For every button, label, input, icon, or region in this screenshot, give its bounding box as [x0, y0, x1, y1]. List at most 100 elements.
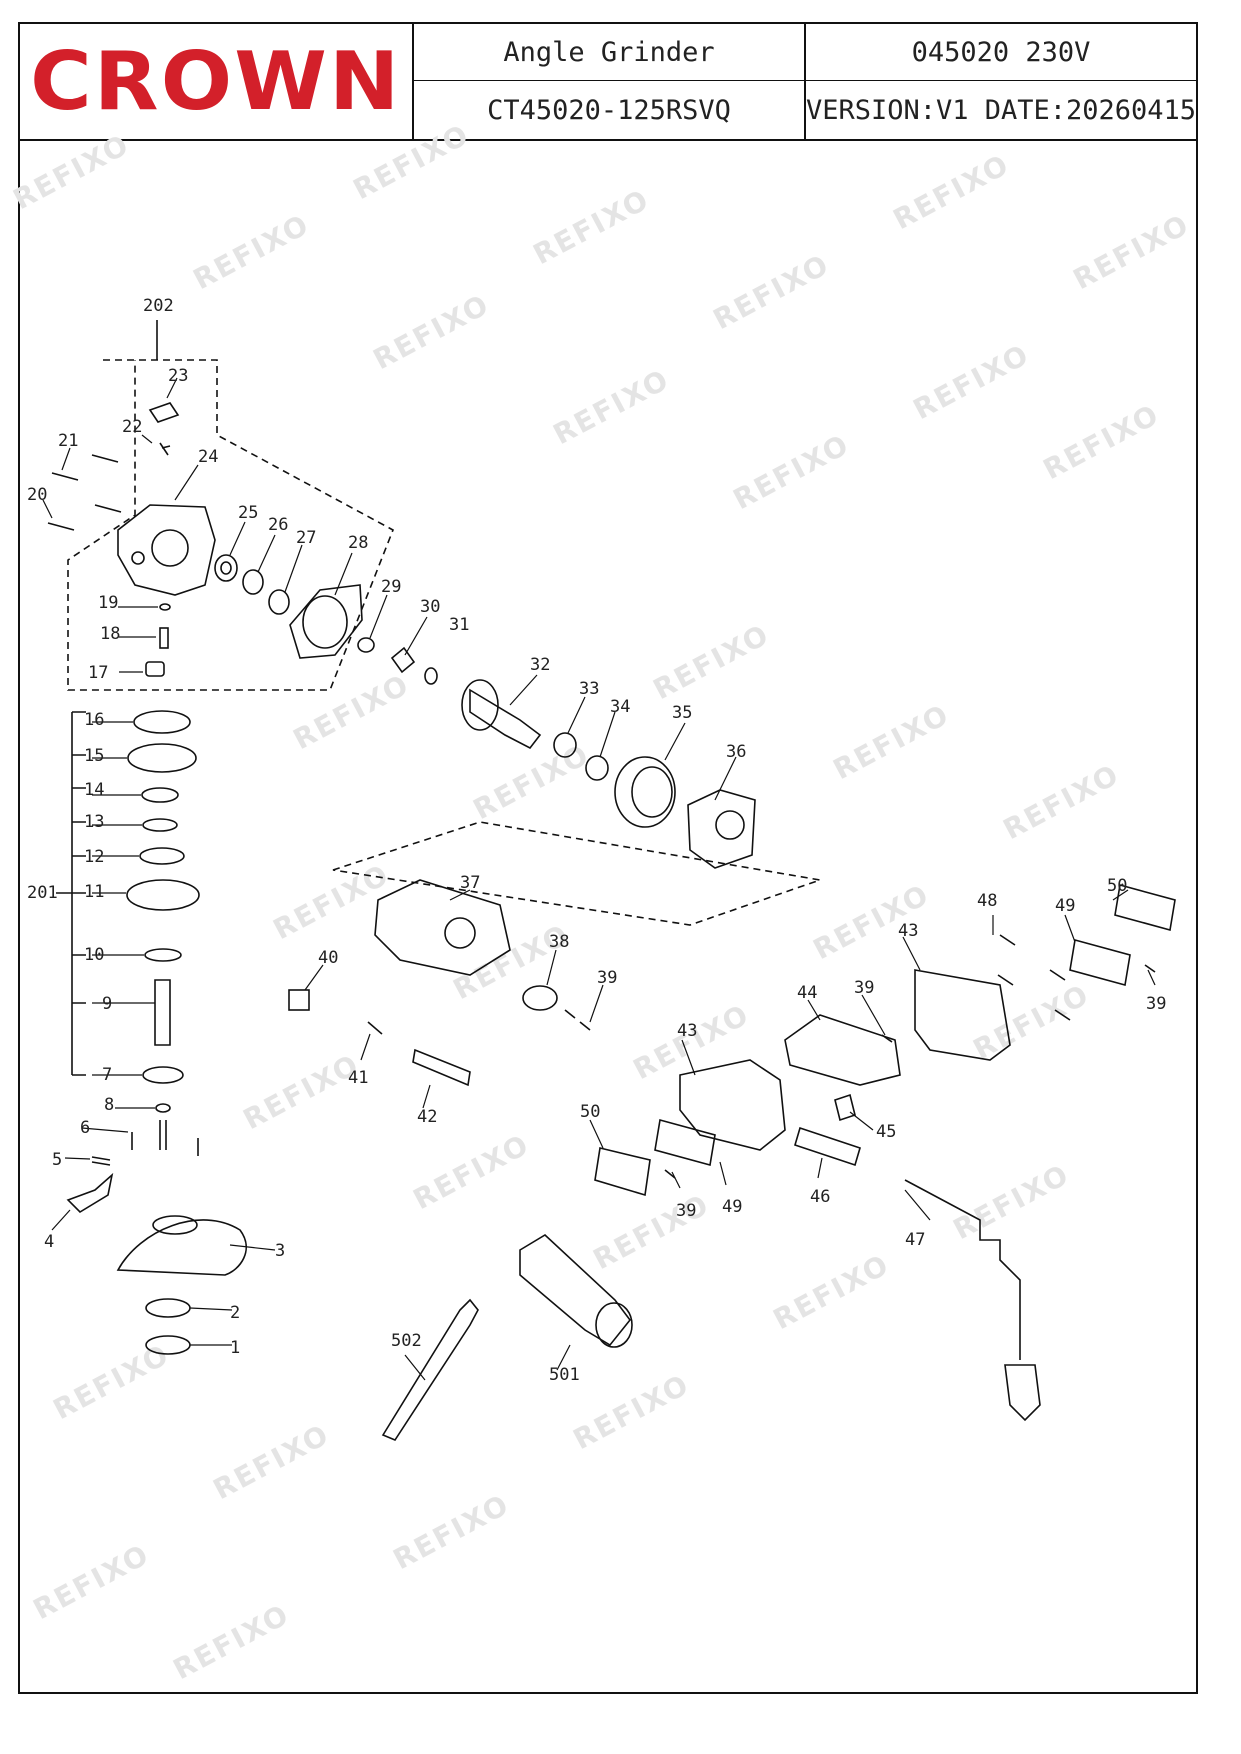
rear-cover-43a [914, 969, 1011, 1061]
bearing-cover-11 [126, 879, 200, 911]
part-label-p26: 26 [268, 515, 288, 535]
washer-19 [159, 603, 171, 611]
part-label-p10: 10 [84, 945, 104, 965]
spindle-9 [154, 979, 171, 1046]
part-label-p11: 11 [84, 882, 104, 902]
part-label-p3: 3 [275, 1241, 285, 1261]
part-label-p41: 41 [348, 1068, 368, 1088]
lever-42 [412, 1048, 471, 1087]
stator-36 [687, 789, 756, 869]
washer-13 [142, 818, 178, 832]
screw-39d [664, 1169, 676, 1179]
washer-31 [424, 667, 438, 685]
watermark-text: REFIXO [268, 858, 395, 947]
spindle-lock-23 [148, 402, 180, 423]
part-label-p2: 2 [230, 1303, 240, 1323]
armature-fan [461, 679, 499, 731]
screw-21a [51, 454, 122, 513]
part-label-p28: 28 [348, 533, 368, 553]
watermark-text: REFIXO [208, 1418, 335, 1507]
bearing-34 [585, 755, 609, 781]
watermark-text: REFIXO [8, 128, 135, 217]
brand-logo: CROWN [30, 35, 402, 128]
screw-20 [47, 522, 75, 531]
baffle-35-inner [631, 766, 673, 818]
watermark-text: REFIXO [548, 363, 675, 452]
group-201-bracket [56, 711, 86, 1076]
part-label-p45: 45 [876, 1122, 896, 1142]
flange-15 [127, 743, 197, 773]
watermark-text: REFIXO [648, 618, 775, 707]
part-label-p14: 14 [84, 780, 104, 800]
part-label-p13: 13 [84, 812, 104, 832]
part-label-p27: 27 [296, 528, 316, 548]
gear-housing-hole-small [131, 551, 145, 565]
part-label-p15: 15 [84, 746, 104, 766]
screw-39c [1144, 964, 1156, 973]
part-label-p39d: 39 [676, 1201, 696, 1221]
watermark-text: REFIXO [238, 1048, 365, 1137]
armature-32 [469, 688, 542, 750]
part-label-p501: 501 [549, 1365, 580, 1385]
vent-50b [594, 1147, 651, 1197]
part-label-p16: 16 [84, 710, 104, 730]
part-label-p40: 40 [318, 948, 338, 968]
leader-lines [42, 377, 1156, 1381]
watermark-text: REFIXO [1038, 398, 1165, 487]
version-date: VERSION:V1 DATE:20260415 [805, 94, 1197, 126]
nut-29 [357, 637, 375, 653]
part-label-p21: 21 [58, 431, 78, 451]
part-label-p19: 19 [98, 593, 118, 613]
screw-39a [564, 1009, 591, 1031]
watermark-text: REFIXO [348, 118, 475, 207]
vent-49b [654, 1118, 716, 1167]
part-label-p50a: 50 [1107, 876, 1127, 896]
side-handle-501 [519, 1234, 632, 1347]
bearing-33 [553, 732, 577, 758]
part-label-p4: 4 [44, 1232, 54, 1252]
part-label-p25: 25 [238, 503, 258, 523]
part-label-p5: 5 [52, 1150, 62, 1170]
part-label-p8: 8 [104, 1095, 114, 1115]
part-label-p38: 38 [549, 932, 569, 952]
motor-housing-port [444, 917, 476, 949]
stator-36-bore [715, 810, 745, 840]
part-label-p9: 9 [102, 994, 112, 1014]
cord-clamp-45 [834, 1093, 856, 1122]
bearing-plate-28-bore [302, 595, 348, 649]
part-label-p502: 502 [391, 1331, 422, 1351]
watermark-text: REFIXO [888, 148, 1015, 237]
group-202-outline [67, 359, 395, 691]
bearing-12 [139, 847, 185, 865]
part-label-p22: 22 [122, 417, 142, 437]
part-label-p39b: 39 [854, 978, 874, 998]
logo-cell: CROWN [20, 24, 414, 139]
part-label-p35: 35 [672, 703, 692, 723]
part-label-p50b: 50 [580, 1102, 600, 1122]
part-drawings [42, 320, 1176, 1441]
part-label-p24: 24 [198, 447, 218, 467]
part-label-p6: 6 [80, 1118, 90, 1138]
watermark-text: REFIXO [998, 758, 1125, 847]
watermark-text: REFIXO [948, 1158, 1075, 1247]
baffle-35 [614, 756, 676, 828]
code-voltage: 045020 230V [806, 24, 1196, 81]
screw-39b [881, 1034, 893, 1043]
part-label-p202: 202 [143, 296, 174, 316]
vent-50a [1114, 883, 1176, 932]
part-label-p33: 33 [579, 679, 599, 699]
drawing-sheet: CROWN Angle Grinder CT45020-125RSVQ 0450… [18, 22, 1198, 1694]
part-label-p47: 47 [905, 1230, 925, 1250]
watermark-text: REFIXO [768, 1248, 895, 1337]
spanner-502 [381, 1298, 479, 1441]
watermark-text: REFIXO [28, 1538, 155, 1627]
group-37-outline [332, 821, 821, 926]
pin-18 [159, 627, 169, 649]
part-label-p7: 7 [102, 1065, 112, 1085]
part-label-p23: 23 [168, 366, 188, 386]
watermark-text: REFIXO [708, 248, 835, 337]
part-label-p36: 36 [726, 742, 746, 762]
key-8-stem [159, 1120, 167, 1150]
flange-2 [145, 1298, 191, 1318]
vent-49a [1069, 938, 1131, 987]
